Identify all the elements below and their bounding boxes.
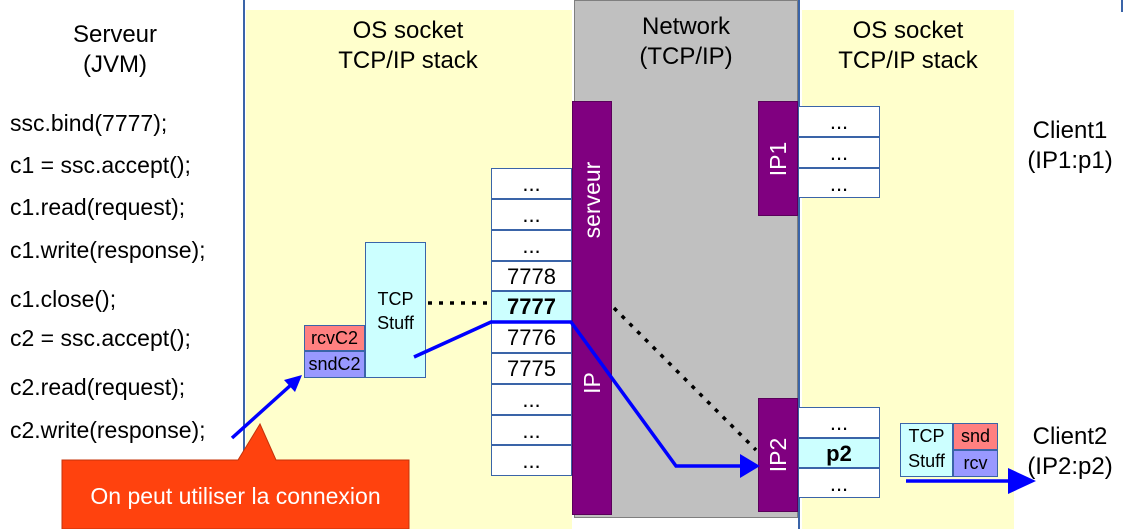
client2-label: Client2 (IP2:p2): [1018, 422, 1122, 482]
client1-line2: (IP1:p1): [1027, 147, 1113, 174]
code-line: c1 = ssc.accept();: [10, 152, 191, 178]
os-left-title-line2: TCP/IP stack: [338, 47, 478, 74]
port-cell: ...: [491, 199, 572, 230]
server-bar: [572, 101, 612, 515]
port-cell: ...: [491, 230, 572, 261]
snd-buffer-c2: sndC2: [304, 351, 365, 378]
os-right-title-line2: TCP/IP stack: [838, 47, 978, 74]
connection-path: [413, 320, 744, 468]
ip2-bar: [758, 398, 798, 512]
client1-line1: Client1: [1032, 117, 1108, 144]
os-right-title: OS socket TCP/IP stack: [808, 16, 1008, 76]
code-line: ssc.bind(7777);: [10, 110, 168, 136]
tcp-stuff-right-line2: Stuff: [908, 451, 945, 471]
ip1-port-cell: ...: [798, 168, 880, 198]
ip1-port-cell: ...: [798, 137, 880, 168]
code-line: c1.write(response);: [10, 237, 206, 263]
ip2-port-cell: ...: [798, 407, 880, 438]
write-arrowhead: [284, 375, 302, 392]
ip1-port-cell: ...: [798, 106, 880, 137]
port-to-ip2-dotted-line: [612, 306, 758, 452]
write-arrow: [230, 382, 294, 440]
server-title-line1: Serveur: [72, 21, 158, 48]
server-title: Serveur (JVM): [30, 20, 200, 80]
code-line: c1.read(request);: [10, 194, 186, 220]
port-cell: ...: [491, 384, 572, 415]
tcp-stuff-box-left: TCP Stuff: [365, 242, 426, 378]
callout-text: On peut utiliser la connexion: [90, 483, 381, 509]
os-left-title-line1: OS socket: [352, 17, 464, 44]
server-title-line2: (JVM): [83, 51, 147, 78]
os-right-title-line1: OS socket: [852, 17, 964, 44]
client1-label: Client1 (IP1:p1): [1018, 116, 1122, 176]
code-line: c2.write(response);: [10, 417, 206, 443]
code-line: c2 = ssc.accept();: [10, 325, 191, 351]
code-line: c2.read(request);: [10, 374, 186, 400]
code-line: c1.close();: [10, 286, 117, 312]
rcv-buffer-right: rcv: [953, 450, 998, 477]
rcv-buffer-c2: rcvC2: [304, 325, 365, 351]
port-cell: ...: [491, 168, 572, 199]
network-title-line2: (TCP/IP): [639, 43, 733, 70]
right-divider: [798, 0, 800, 529]
right-edge-divider: [1121, 0, 1123, 12]
port-cell: ...: [491, 445, 572, 476]
port-cell: 7775: [491, 353, 572, 384]
os-left-title: OS socket TCP/IP stack: [308, 16, 508, 76]
network-title: Network (TCP/IP): [588, 12, 784, 72]
ip2-port-cell: ...: [798, 468, 880, 498]
snd-buffer-right: snd: [953, 423, 998, 450]
tcp-stuff-right-line1: TCP: [908, 426, 945, 446]
ip1-bar: [758, 101, 798, 216]
port-cell: 7776: [491, 322, 572, 353]
tcp-stuff-line1: TCP: [377, 289, 414, 309]
network-title-line1: Network: [641, 13, 731, 40]
client2-line1: Client2: [1032, 423, 1108, 450]
client2-arrowhead: [1008, 468, 1036, 494]
port-cell: ...: [491, 415, 572, 445]
port-cell: 7778: [491, 261, 572, 291]
callout-shape: [61, 422, 410, 529]
client2-line2: (IP2:p2): [1027, 453, 1113, 480]
connection-arrowhead: [740, 454, 760, 478]
ip2-port-cell-selected: p2: [798, 438, 880, 468]
server-divider: [243, 0, 245, 462]
tcp-stuff-line2: Stuff: [377, 313, 414, 333]
tcp-stuff-box-right: TCP Stuff: [900, 423, 953, 477]
